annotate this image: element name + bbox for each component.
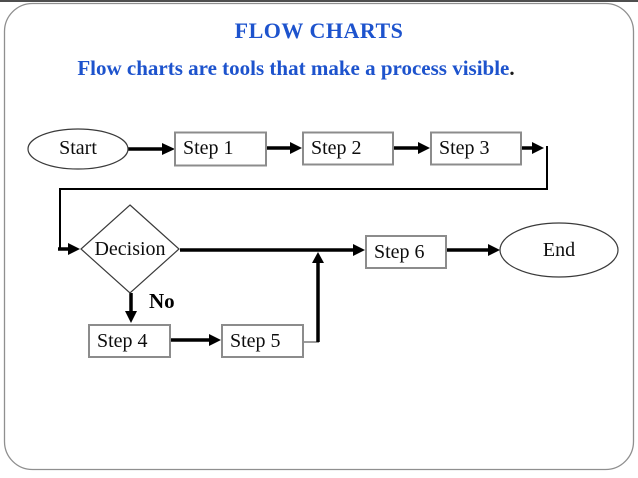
subtitle-period: . (509, 56, 515, 80)
connector-decision-step4 (125, 293, 137, 323)
node-step1-rect (174, 131, 267, 167)
node-step5-rect (221, 324, 304, 358)
node-label-step5: Step 5 (230, 330, 281, 352)
top-edge-line (0, 0, 638, 2)
slide-subtitle: Flow charts are tools that make a proces… (0, 56, 592, 81)
node-label-step6: Step 6 (374, 241, 425, 263)
node-label-end: End (542, 239, 576, 261)
node-label-step4: Step 4 (97, 330, 148, 352)
slide-title: FLOW CHARTS (234, 18, 404, 43)
node-step4-rect (88, 324, 171, 358)
connector-decision-step6 (180, 244, 365, 256)
node-label-step1: Step 1 (183, 137, 234, 159)
node-label-step2: Step 2 (311, 137, 362, 159)
slide-frame (3, 2, 635, 471)
node-step2-rect (302, 131, 394, 166)
node-end-ellipse (499, 222, 619, 278)
subtitle-text: Flow charts are tools that make a proces… (77, 56, 510, 80)
node-step6-rect (365, 235, 447, 269)
node-label-decision: Decision (94, 238, 166, 260)
connector-step3-corner (521, 142, 544, 154)
connector-step2-step3 (393, 142, 430, 154)
node-step3-rect (430, 131, 522, 166)
node-label-step3: Step 3 (439, 137, 490, 159)
node-decision-diamond (80, 204, 180, 294)
connector-step6-end (446, 244, 500, 256)
connector-step1-step2 (266, 142, 302, 154)
connectors (58, 142, 548, 346)
connector-step4-step5 (170, 334, 221, 346)
node-start-ellipse (27, 128, 129, 170)
connector-step5-merge (303, 252, 324, 343)
node-shapes (27, 128, 619, 358)
edge-label-no: No (149, 289, 175, 313)
connector-start-step1 (127, 143, 175, 155)
node-label-start: Start (59, 137, 97, 159)
connector-feedback-elbow (58, 146, 548, 255)
